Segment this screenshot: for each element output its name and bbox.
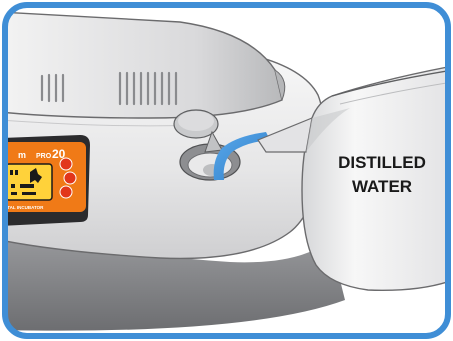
panel-button-down[interactable] — [63, 171, 77, 185]
device-brand-suffix: PRO — [36, 153, 52, 160]
panel-button-enter[interactable] — [59, 185, 73, 199]
water-pitcher: DISTILLED WATER — [257, 65, 448, 291]
pitcher-label-line2: WATER — [352, 177, 412, 196]
incubator-base — [5, 230, 345, 331]
panel-caption: ITAL INCUBATOR — [6, 205, 44, 210]
vent-slots — [40, 71, 178, 106]
water-stream — [213, 132, 270, 180]
device-brand-prefix: m — [18, 150, 26, 160]
device-model: 20 — [52, 147, 66, 161]
inlet-cap — [173, 109, 223, 153]
frame-border — [2, 2, 451, 339]
incubator-lid — [5, 11, 286, 119]
panel-button-up[interactable] — [59, 157, 73, 171]
control-panel: m PRO 20 ITAL INCUBATOR — [5, 135, 90, 226]
pitcher-label-line1: DISTILLED — [338, 153, 426, 172]
